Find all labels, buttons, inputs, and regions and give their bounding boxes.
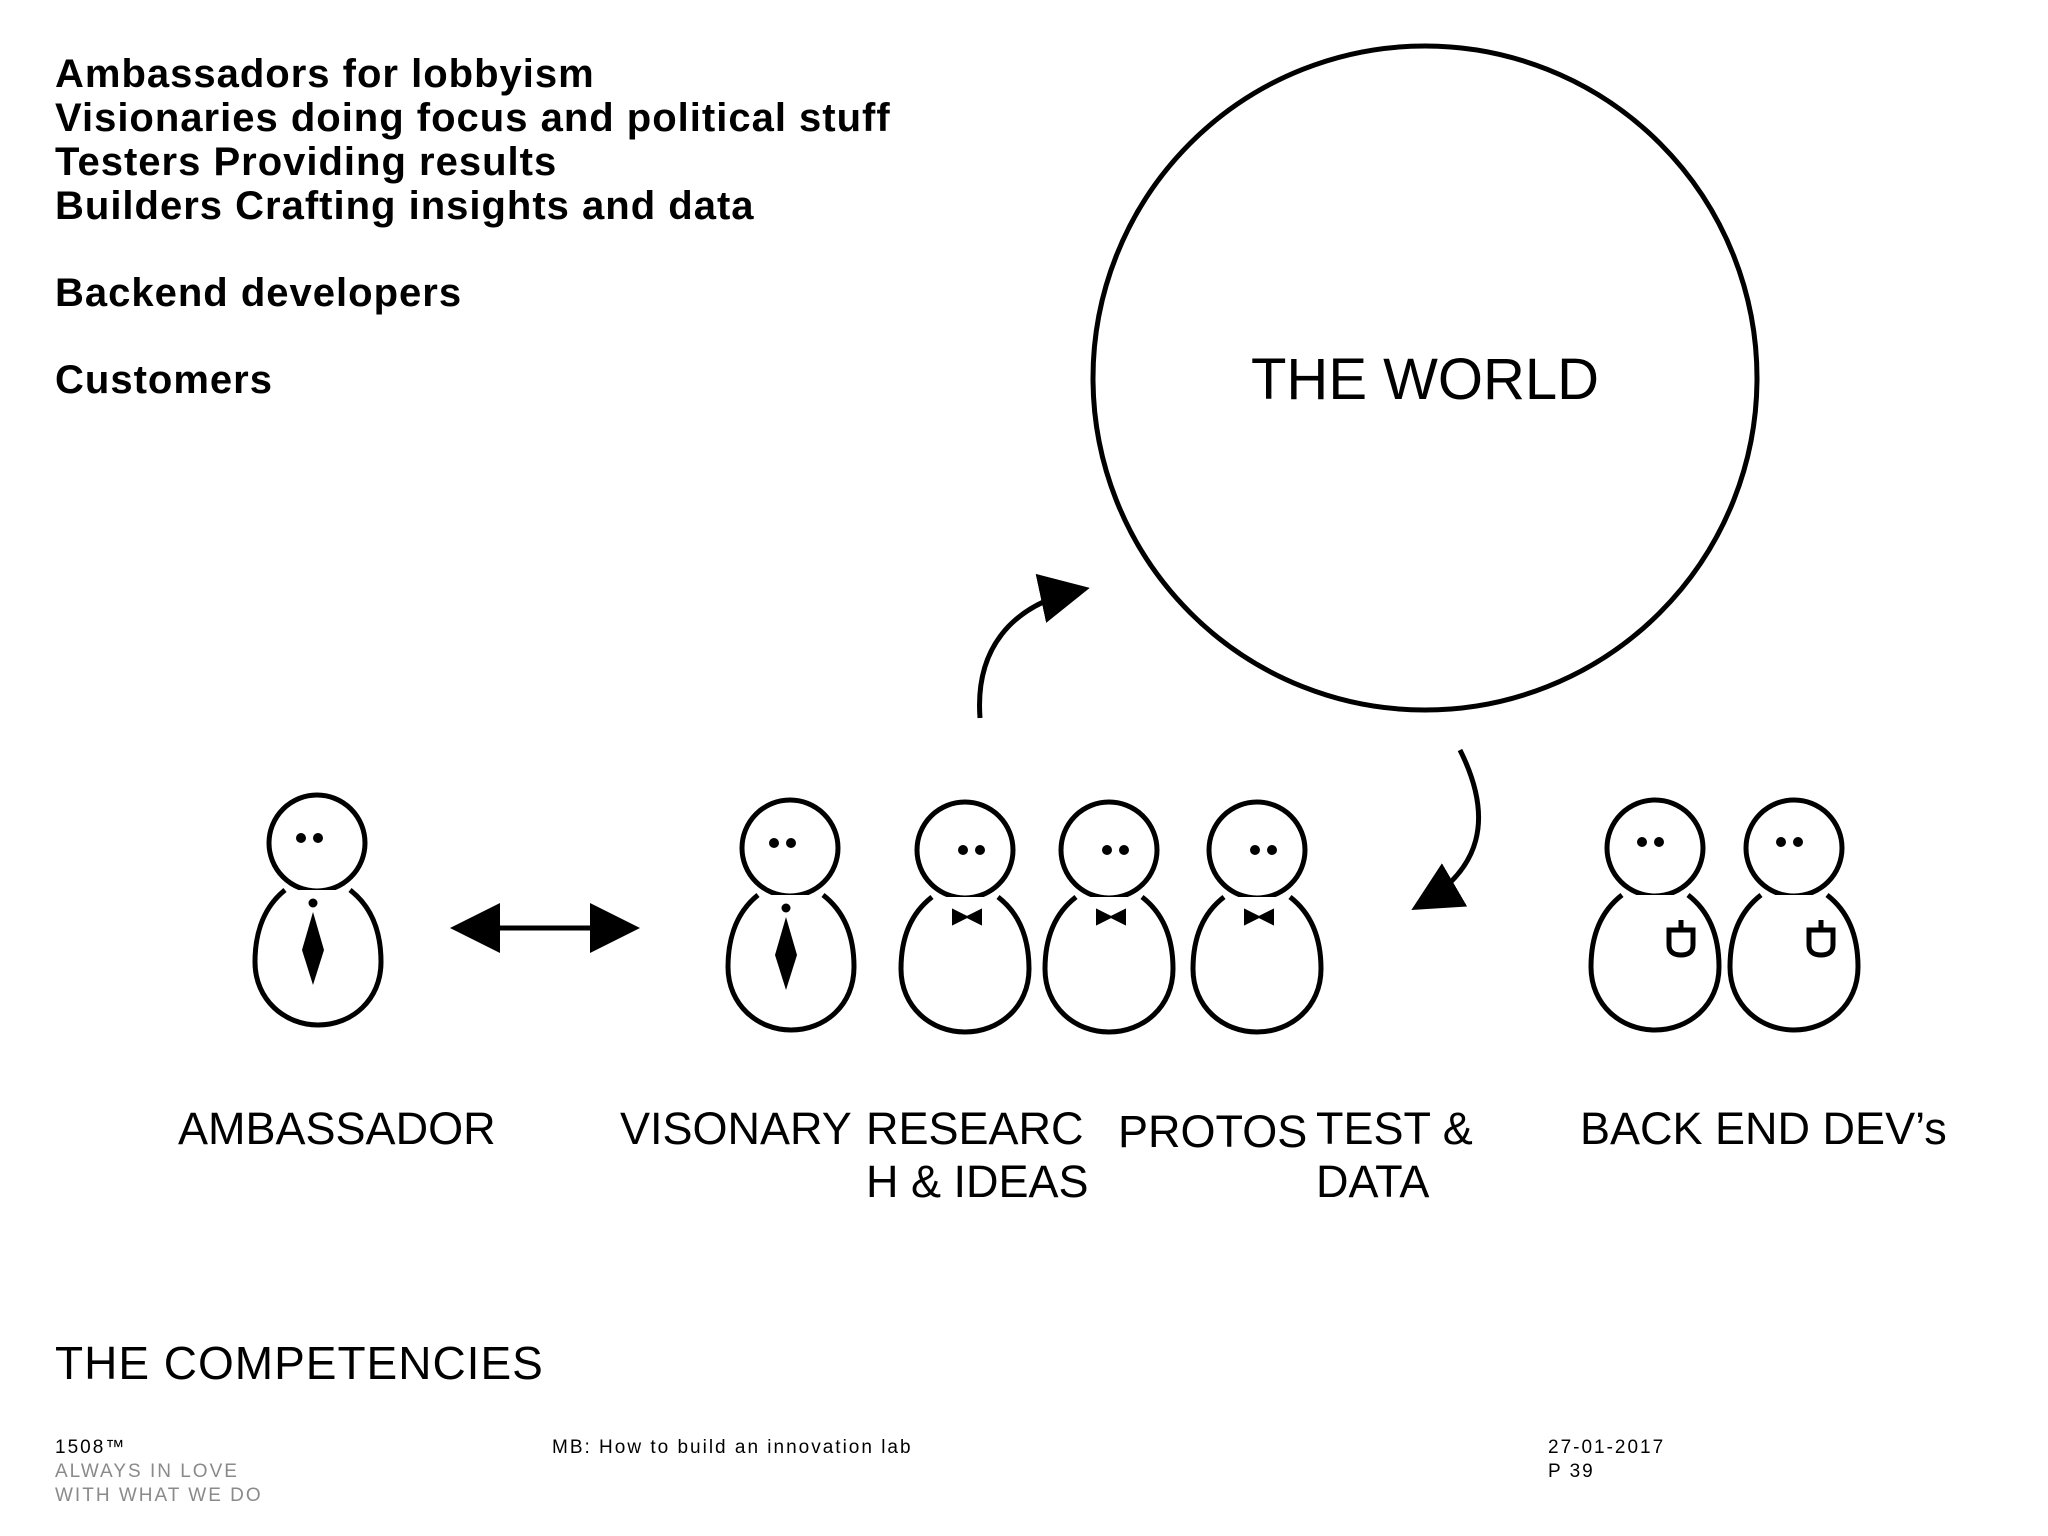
footer-brand-block: 1508™ ALWAYS IN LOVE WITH WHAT WE DO (55, 1436, 263, 1508)
role-label-research-line2: H & IDEAS (866, 1156, 1089, 1207)
role-label-test-line2: DATA (1316, 1156, 1430, 1207)
person-bowtie-icon (1042, 799, 1176, 1035)
footer-brand: 1508™ (55, 1437, 127, 1458)
person-bowtie-icon (1190, 799, 1324, 1035)
intro-line-builders: Builders Crafting insights and data (55, 184, 755, 228)
footer-doc-title: MB: How to build an innovation lab (552, 1437, 913, 1458)
role-label-ambassador: AMBASSADOR (178, 1103, 496, 1154)
curved-arrow-icon (1411, 748, 1482, 911)
role-label-test: TEST & DATA (1316, 1102, 1473, 1208)
footer-tagline-line1: ALWAYS IN LOVE (55, 1461, 239, 1482)
intro-line-visionaries: Visionaries doing focus and political st… (55, 96, 891, 140)
role-label-test-line1: TEST & (1316, 1103, 1473, 1154)
role-label-protos: PROTOS (1118, 1106, 1308, 1157)
intro-line-customers: Customers (55, 358, 273, 402)
curved-arrow-icon (977, 573, 1090, 719)
footer-page: P 39 (1548, 1461, 1595, 1482)
person-tie-icon (725, 797, 857, 1033)
person-tie-icon (252, 792, 384, 1028)
footer-meta: 27-01-2017 P 39 (1548, 1436, 1665, 1484)
intro-line-testers: Testers Providing results (55, 140, 558, 184)
intro-list: Ambassadors for lobbyism Visionaries doi… (55, 52, 891, 402)
role-label-visionary: VISONARY (620, 1103, 852, 1154)
intro-line-backend: Backend developers (55, 271, 463, 315)
footer-tagline-line2: WITH WHAT WE DO (55, 1485, 263, 1506)
person-pocket-icon (1588, 797, 1722, 1033)
world-circle (1090, 43, 1760, 713)
intro-line-ambassadors: Ambassadors for lobbyism (55, 52, 595, 96)
role-label-research-line1: RESEARC (866, 1103, 1084, 1154)
person-pocket-icon (1727, 797, 1861, 1033)
world-label: THE WORLD (1251, 347, 1599, 412)
role-label-research: RESEARC H & IDEAS (866, 1102, 1089, 1208)
footer-date: 27-01-2017 (1548, 1437, 1666, 1458)
section-title: THE COMPETENCIES (55, 1337, 544, 1389)
person-bowtie-icon (898, 799, 1032, 1035)
role-label-backend: BACK END DEV’s (1580, 1103, 1947, 1154)
